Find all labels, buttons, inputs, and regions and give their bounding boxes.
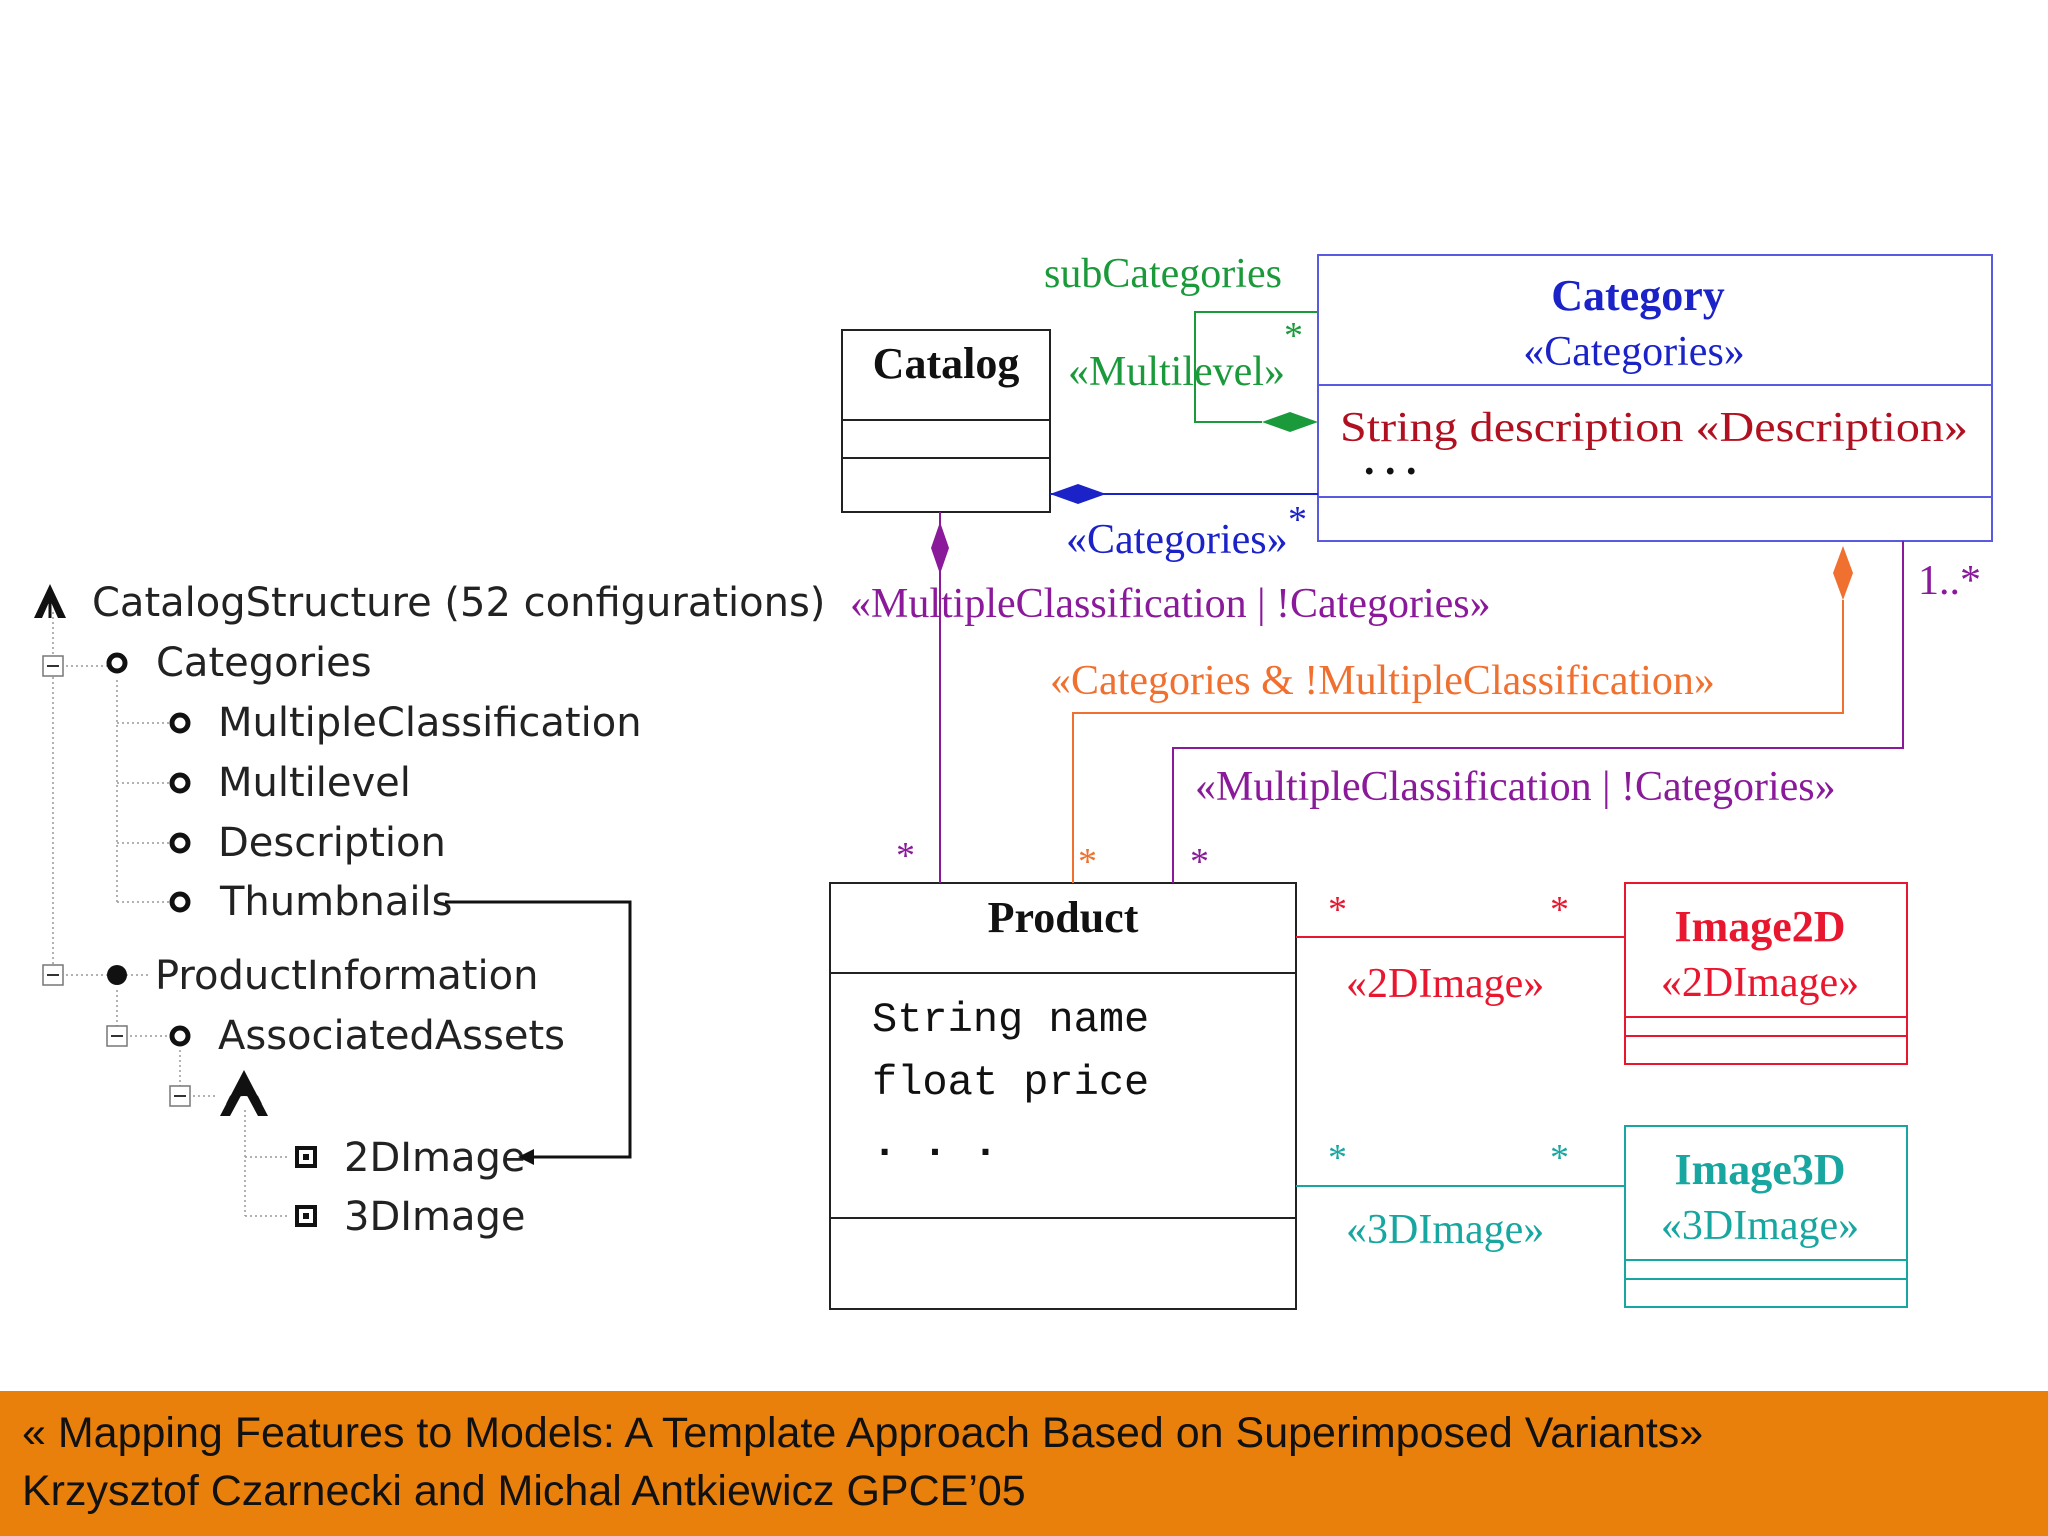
category-product-purple-association: «MultipleClassification | !Categories» 1…: [1172, 541, 1981, 883]
multiplicity-star: *: [896, 835, 915, 877]
mc-not-categories-label-2: «MultipleClassification | !Categories»: [1195, 764, 1836, 810]
uml-diagram: Catalog Category «Categories» String des…: [829, 251, 1993, 1310]
feature-root-icon: [34, 584, 66, 618]
paper-title: « Mapping Features to Models: A Template…: [22, 1409, 1704, 1457]
assoc-3d-image-label: «3DImage»: [1346, 1207, 1544, 1253]
feature-product-information[interactable]: ProductInformation: [155, 953, 538, 999]
diagram-canvas: CatalogStructure (52 configurations) Cat…: [34, 251, 1993, 1310]
feature-3d-image[interactable]: 3DImage: [344, 1194, 526, 1240]
category-product-orange-composition: «Categories & !MultipleClassification» *: [1050, 546, 1853, 883]
feature-thumbnails[interactable]: Thumbnails: [219, 879, 452, 925]
multiplicity-star: *: [1550, 1137, 1569, 1179]
optional-feature-icon: [169, 712, 191, 734]
mandatory-feature-icon: [107, 965, 127, 985]
category-description-attribute: String description «Description»: [1340, 405, 1968, 451]
feature-description[interactable]: Description: [218, 820, 446, 866]
multiplicity-star: *: [1288, 499, 1307, 541]
collapse-toggle-icon[interactable]: [42, 964, 64, 986]
assoc-2d-image-label: «2DImage»: [1346, 961, 1544, 1007]
feature-multiple-classification[interactable]: MultipleClassification: [218, 700, 642, 746]
multiplicity-star: *: [1328, 889, 1347, 931]
multiplicity-star: *: [1284, 315, 1303, 357]
feature-tree: CatalogStructure (52 configurations) Cat…: [34, 580, 825, 1240]
product-ellipsis: . . .: [872, 1120, 998, 1168]
or-group-icon: [220, 1070, 268, 1116]
product-image3d-association: * * «3DImage»: [1296, 1137, 1625, 1253]
image3d-class-name: Image3D: [1674, 1145, 1845, 1194]
image3d-stereotype: «3DImage»: [1661, 1203, 1859, 1249]
grouped-feature-icon: [295, 1146, 317, 1168]
product-class-name: Product: [988, 893, 1139, 942]
multiplicity-star: *: [1328, 1137, 1347, 1179]
category-stereotype: «Categories»: [1523, 329, 1745, 375]
feature-categories[interactable]: Categories: [156, 640, 372, 686]
category-ellipsis: . . .: [1364, 438, 1417, 484]
catalog-class-name: Catalog: [873, 339, 1020, 388]
product-class[interactable]: Product String name float price . . .: [829, 882, 1297, 1310]
optional-feature-icon: [169, 832, 191, 854]
catalog-class[interactable]: Catalog: [841, 329, 1051, 513]
citation-footer: « Mapping Features to Models: A Template…: [0, 1391, 2048, 1536]
mc-not-categories-label-1: «MultipleClassification | !Categories»: [850, 581, 1491, 627]
subcategories-association: subCategories «Multilevel» *: [1044, 251, 1318, 432]
collapse-toggle-icon[interactable]: [106, 1025, 128, 1047]
multiplicity-star: *: [1190, 841, 1209, 883]
product-image2d-association: * * «2DImage»: [1296, 889, 1625, 1007]
multiplicity-one-to-many: 1..*: [1918, 558, 1981, 604]
image2d-class[interactable]: Image2D «2DImage»: [1624, 882, 1908, 1065]
collapse-toggle-icon[interactable]: [42, 655, 64, 677]
feature-associated-assets[interactable]: AssociatedAssets: [218, 1013, 565, 1059]
paper-authors: Krzysztof Czarnecki and Michal Antkiewic…: [22, 1467, 1026, 1515]
optional-feature-icon: [169, 772, 191, 794]
multilevel-stereotype-label: «Multilevel»: [1068, 349, 1285, 395]
subcategories-role-label: subCategories: [1044, 251, 1282, 297]
multiplicity-star: *: [1078, 841, 1097, 883]
image2d-class-name: Image2D: [1674, 902, 1845, 951]
image3d-class[interactable]: Image3D «3DImage»: [1624, 1125, 1908, 1308]
categories-not-mc-label: «Categories & !MultipleClassification»: [1050, 658, 1715, 704]
feature-multilevel[interactable]: Multilevel: [218, 760, 411, 806]
optional-feature-icon: [169, 1025, 191, 1047]
catalog-categories-composition: «Categories» *: [1050, 484, 1318, 563]
grouped-feature-icon: [295, 1205, 317, 1227]
category-class-name: Category: [1551, 271, 1725, 320]
requires-constraint-arrow: [445, 900, 632, 1165]
product-name-attribute: String name: [872, 996, 1149, 1044]
feature-2d-image[interactable]: 2DImage: [344, 1135, 526, 1181]
multiplicity-star: *: [1550, 889, 1569, 931]
optional-feature-icon: [106, 652, 128, 674]
product-price-attribute: float price: [872, 1059, 1149, 1107]
feature-root-label: CatalogStructure (52 configurations): [92, 580, 825, 626]
collapse-toggle-icon[interactable]: [169, 1085, 191, 1107]
categories-stereotype-label: «Categories»: [1066, 517, 1288, 563]
optional-feature-icon: [169, 891, 191, 913]
image2d-stereotype: «2DImage»: [1661, 960, 1859, 1006]
catalog-product-composition: «MultipleClassification | !Categories» *: [850, 512, 1491, 883]
category-class[interactable]: Category «Categories» String description…: [1317, 254, 1993, 542]
